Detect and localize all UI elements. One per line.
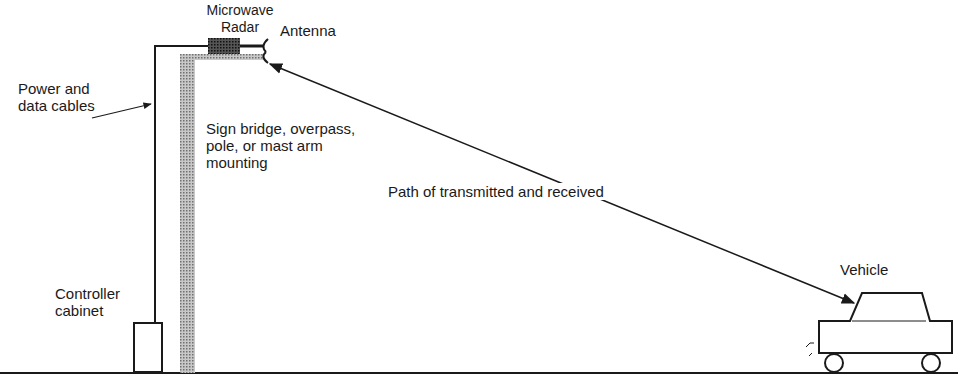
mounting-label: Sign bridge, overpass, pole, or mast arm… bbox=[206, 120, 378, 171]
node-label: Controller cabinet bbox=[55, 285, 135, 319]
antenna-symbol bbox=[263, 39, 268, 63]
node-shape bbox=[208, 38, 274, 64]
cabinet-box bbox=[134, 323, 162, 372]
antenna-label: Antenna bbox=[280, 22, 350, 39]
node-label: Microwave Radar bbox=[198, 2, 282, 36]
cable-line bbox=[155, 46, 208, 322]
vehicle-node: Vehicle bbox=[800, 255, 958, 373]
mast-arm bbox=[180, 54, 264, 60]
car-body bbox=[819, 293, 952, 353]
cable-label: Power and data cables bbox=[18, 80, 110, 114]
mounting-pole bbox=[180, 54, 195, 373]
radar-unit bbox=[208, 38, 240, 54]
wheel bbox=[922, 354, 940, 372]
node-shape bbox=[133, 322, 163, 373]
radar-node: Microwave Radar bbox=[198, 2, 282, 68]
headlight-rays bbox=[806, 343, 814, 356]
node-shape bbox=[814, 285, 954, 373]
cabinet-node: Controller cabinet bbox=[55, 285, 165, 373]
node-label: Vehicle bbox=[840, 261, 910, 278]
antenna-arm bbox=[240, 45, 264, 48]
wheel bbox=[825, 354, 843, 372]
belt-line bbox=[852, 321, 926, 322]
edge-label: Path of transmitted and received bbox=[388, 183, 648, 200]
leader-line bbox=[92, 104, 151, 118]
radar-path-arrow bbox=[270, 64, 854, 303]
